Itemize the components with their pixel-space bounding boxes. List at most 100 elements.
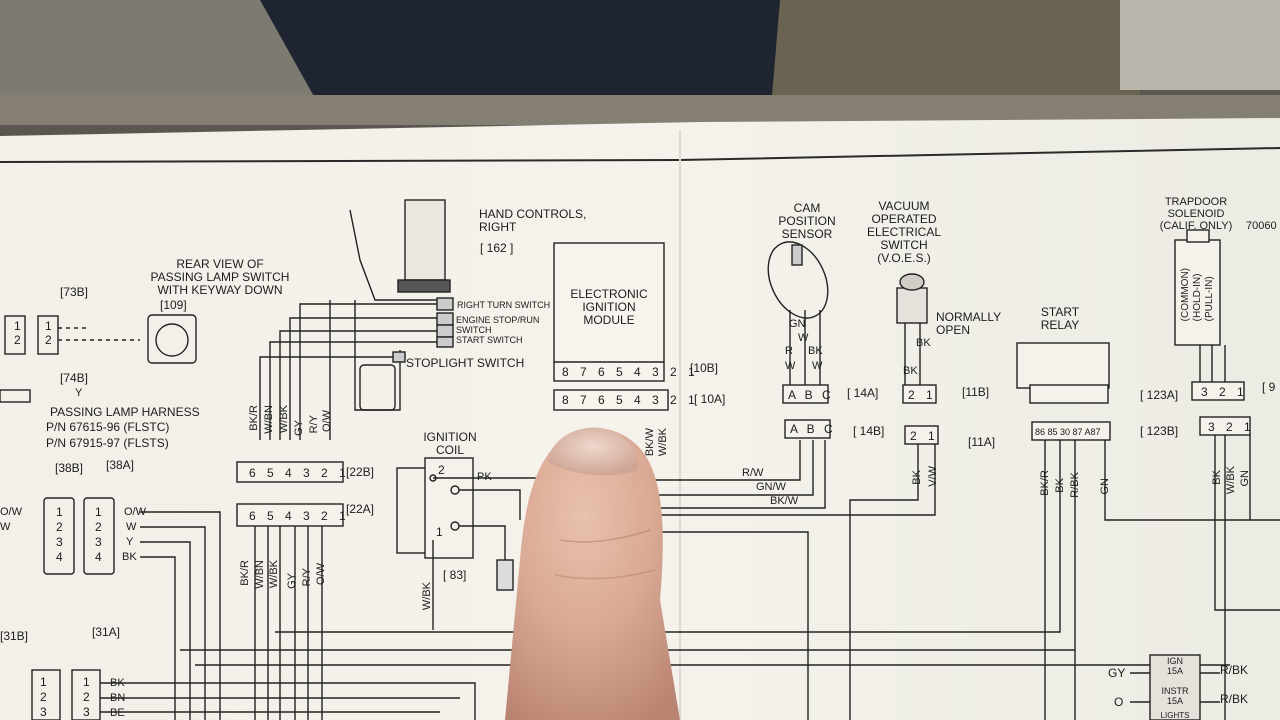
wire-gn-relay: GN: [1099, 478, 1111, 495]
wire-w-38: W: [126, 521, 137, 533]
voes-bk: BK: [916, 337, 931, 349]
wire-wbk-ecm: W/BK: [657, 428, 669, 457]
c73-pin-1a: 1: [14, 319, 21, 333]
wire-ry-top: R/Y: [308, 415, 320, 434]
connector-38a: [38A]: [106, 458, 135, 472]
cam-sensor-title: CAM POSITION SENSOR: [778, 201, 836, 241]
cam-w: W: [798, 332, 809, 344]
start-relay-pins: 86 85 30 87 A87: [1035, 427, 1101, 437]
connector-31a: [31A]: [92, 625, 121, 639]
c31b-pin-1: 1: [40, 675, 47, 689]
engine-stop-switch-label: ENGINE STOP/RUN SWITCH: [456, 315, 540, 335]
trapdoor-pins-top: 3 2 1: [1201, 385, 1248, 399]
cam-w-right: W: [812, 360, 823, 372]
wire-w-38b: W: [0, 521, 11, 533]
wire-bkr-top: BK/R: [248, 405, 260, 431]
c31a-pin-2: 2: [83, 690, 90, 704]
c31a-pin-3: 3: [83, 705, 90, 719]
c38a-pin-4: 4: [95, 550, 102, 564]
wire-gy-bot: GY: [286, 573, 298, 589]
c31b-pin-3: 3: [40, 705, 47, 719]
wire-wbk-top: W/BK: [278, 405, 290, 434]
wire-wbk-trap: W/BK: [1225, 466, 1237, 495]
ref-10a: [ 10A]: [694, 392, 726, 406]
wire-be-31: BE: [110, 707, 125, 719]
wire-wbk-coil: W/BK: [421, 582, 433, 611]
cam-r: R: [785, 345, 793, 357]
wire-y-38: Y: [126, 536, 134, 548]
voes-normally-open: NORMALLY OPEN: [936, 310, 1002, 337]
wire-gnw: GN/W: [756, 481, 786, 493]
cam-w-left: W: [785, 360, 796, 372]
connector-22a: [22A]: [346, 502, 375, 516]
connector-74b: [74B]: [60, 371, 89, 385]
wire-bk-voes: BK: [911, 470, 923, 485]
fuse-lights: LIGHTS: [1160, 711, 1190, 720]
ecm-pins-bottom: 8 7 6 5 4 3 2 1: [562, 393, 699, 407]
connector-31b: [31B]: [0, 629, 29, 643]
passing-lamp-pn2: P/N 67915-97 (FLSTS): [46, 436, 169, 450]
rear-view-title: REAR VIEW OF PASSING LAMP SWITCH WITH KE…: [150, 257, 290, 297]
c38b-pin-3: 3: [56, 535, 63, 549]
voes-title: VACUUM OPERATED ELECTRICAL SWITCH (V.O.E…: [866, 199, 942, 265]
trapdoor-pins-bot: 3 2 1: [1208, 420, 1255, 434]
cam-gn: GN: [789, 318, 806, 330]
wire-wbk-bot: W/BK: [268, 560, 280, 589]
wire-ow-bot: O/W: [315, 563, 327, 585]
c22a-pins: 6 5 4 3 2 1: [249, 509, 350, 523]
connector-38b: [38B]: [55, 461, 84, 475]
wire-bk-trap: BK: [1211, 470, 1223, 485]
trapdoor-inner: (COMMON) (HOLD-IN) (PULL-IN): [1180, 268, 1215, 322]
wire-bn-31: BN: [110, 692, 126, 704]
voes-pins-bot: 2 1: [910, 429, 939, 443]
schematic-lines: [0, 199, 1280, 720]
wire-ow-top: O/W: [321, 410, 333, 432]
wire-bkr-relay: BK/R: [1039, 470, 1051, 496]
right-turn-switch-label: RIGHT TURN SWITCH: [457, 300, 551, 310]
ecm-pins-top: 8 7 6 5 4 3 2 1: [562, 365, 699, 379]
passing-lamp-pn1: P/N 67615-96 (FLSTC): [46, 420, 170, 434]
cam-bk: BK: [808, 345, 823, 357]
c38b-pin-1: 1: [56, 505, 63, 519]
connector-11a: [11A]: [968, 435, 996, 449]
wire-y-passing: Y: [75, 387, 83, 399]
wire-bkr-bot: BK/R: [239, 560, 251, 586]
cam-abc-bot: A B C: [790, 422, 836, 436]
fuse-instr: INSTR 15A: [1161, 686, 1189, 706]
hand-controls-ref: [ 162 ]: [480, 241, 514, 255]
connector-83: [ 83]: [443, 568, 467, 582]
wire-gy-top: GY: [293, 420, 305, 436]
ecm-label: ELECTRONIC IGNITION MODULE: [570, 287, 648, 327]
connector-11b: [11B]: [962, 385, 990, 399]
wire-rbk-fuse-2: R/BK: [1220, 692, 1249, 706]
connector-123a: [ 123A]: [1140, 388, 1179, 402]
voes-bk-2: BK: [903, 365, 918, 377]
cam-abc-top: A B C: [788, 388, 834, 402]
connector-73b: [73B]: [60, 285, 89, 299]
c73-pin-2b: 2: [45, 333, 52, 347]
hand-controls-title: HAND CONTROLS, RIGHT: [479, 207, 587, 234]
c38a-pin-2: 2: [95, 520, 102, 534]
c22b-pins: 6 5 4 3 2 1: [249, 466, 350, 480]
wire-ow-38: O/W: [124, 506, 146, 518]
rear-view-ref: [109]: [160, 298, 187, 312]
voes-pins-top: 2 1: [908, 388, 937, 402]
wire-ow-38b: O/W: [0, 506, 22, 518]
connector-14b: [ 14B]: [853, 424, 885, 438]
pointing-finger: [505, 427, 680, 720]
c73-pin-2a: 2: [14, 333, 21, 347]
wire-wbn-top: W/BN: [263, 405, 275, 434]
ignition-coil-title: IGNITION COIL: [423, 430, 477, 457]
wire-bk-38: BK: [122, 551, 137, 563]
fuse-ign: IGN 15A: [1166, 656, 1183, 676]
wire-pk: PK: [477, 471, 492, 483]
trapdoor-title: TRAPDOOR SOLENOID (CALIF. ONLY): [1159, 196, 1233, 232]
wire-gy-fuse: GY: [1108, 666, 1126, 680]
connector-22b: [22B]: [346, 465, 375, 479]
wire-rbk-relay: R/BK: [1069, 472, 1081, 498]
background: [0, 0, 1280, 140]
c31a-pin-1: 1: [83, 675, 90, 689]
trapdoor-number: 70060: [1246, 220, 1277, 232]
